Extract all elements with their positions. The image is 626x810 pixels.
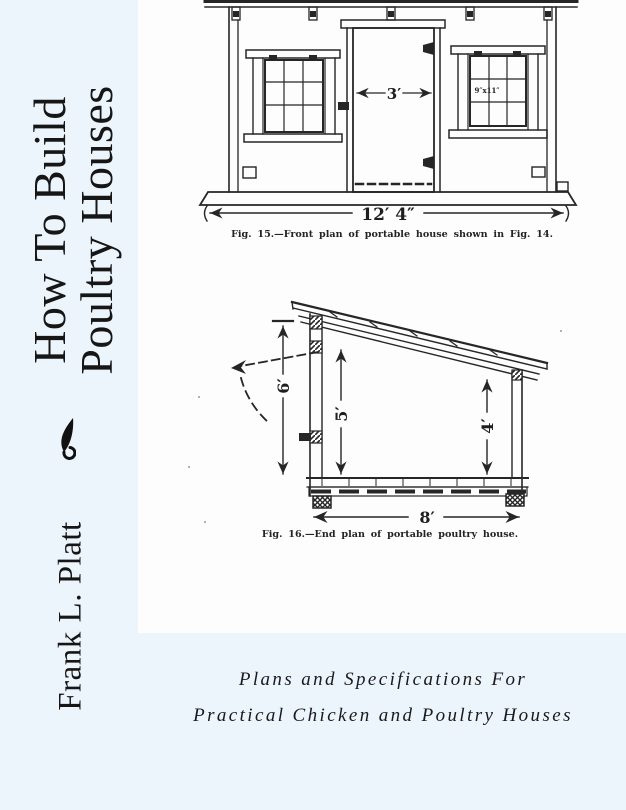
rear-height-label: 4′ [478,418,497,433]
fig16-door-swing [231,350,320,425]
front-height-label: 6′ [274,378,293,393]
fig15-cleats [242,166,569,192]
fig16-roof [290,300,549,381]
fig16-front-height-dimension: 6′ [271,319,295,475]
fig15-door: 3′ [338,19,446,193]
depth-label: 8′ [419,508,434,527]
fig16-floor [306,477,529,509]
subtitle: Plans and Specifications For Practical C… [140,662,626,734]
fig16-caption: Fig. 16.—End plan of portable poultry ho… [262,529,518,540]
door-hinge-top [423,42,434,55]
fig16-end-plan: 6′ 5′ 4′ 8′ [231,300,549,540]
fig16-front-wall [299,313,323,497]
fig15-roof-eave [203,0,579,21]
figures-scan-svg: 3′ [188,0,579,540]
fig15-corner-posts [228,6,557,193]
scanned-figures-panel: 3′ [138,0,626,633]
fig15-right-window: 9″x11″ [448,45,548,139]
door-hinge-bottom [423,156,434,169]
fig15-caption: Fig. 15.—Front plan of portable house sh… [231,229,553,240]
door-width-label: 3′ [387,85,401,103]
title-line-1: How To Build [24,96,75,364]
fig16-depth-dimension: 8′ [313,508,520,527]
fig15-width-dimension: 12′ 4″ [203,205,570,225]
title-line-2: Poultry Houses [71,85,122,375]
fleuron-ornament-icon [61,418,76,460]
right-skid-foot [505,493,525,507]
fig16-interior-height-dimension: 5′ [332,349,351,475]
door-latch [338,102,349,110]
wall-hinge-pin [299,433,311,441]
book-title: How To Build Poultry Houses [24,85,122,375]
interior-height-label: 5′ [332,406,351,421]
fig15-base-skid [198,191,578,206]
fig16-rear-height-dimension: 4′ [478,379,497,475]
fig15-left-window [243,49,343,143]
subtitle-line-2: Practical Chicken and Poultry Houses [193,705,573,726]
fig16-rear-wall [511,369,523,495]
fig15-front-plan: 3′ [198,0,579,240]
rafter-tails [231,6,553,21]
subtitle-line-1: Plans and Specifications For [238,669,528,690]
author-name: Frank L. Platt [52,521,89,711]
overall-width-label: 12′ 4″ [361,205,415,225]
scan-noise [188,330,562,523]
left-skid-foot [312,495,332,509]
window-pane-size-label: 9″x11″ [474,86,499,95]
